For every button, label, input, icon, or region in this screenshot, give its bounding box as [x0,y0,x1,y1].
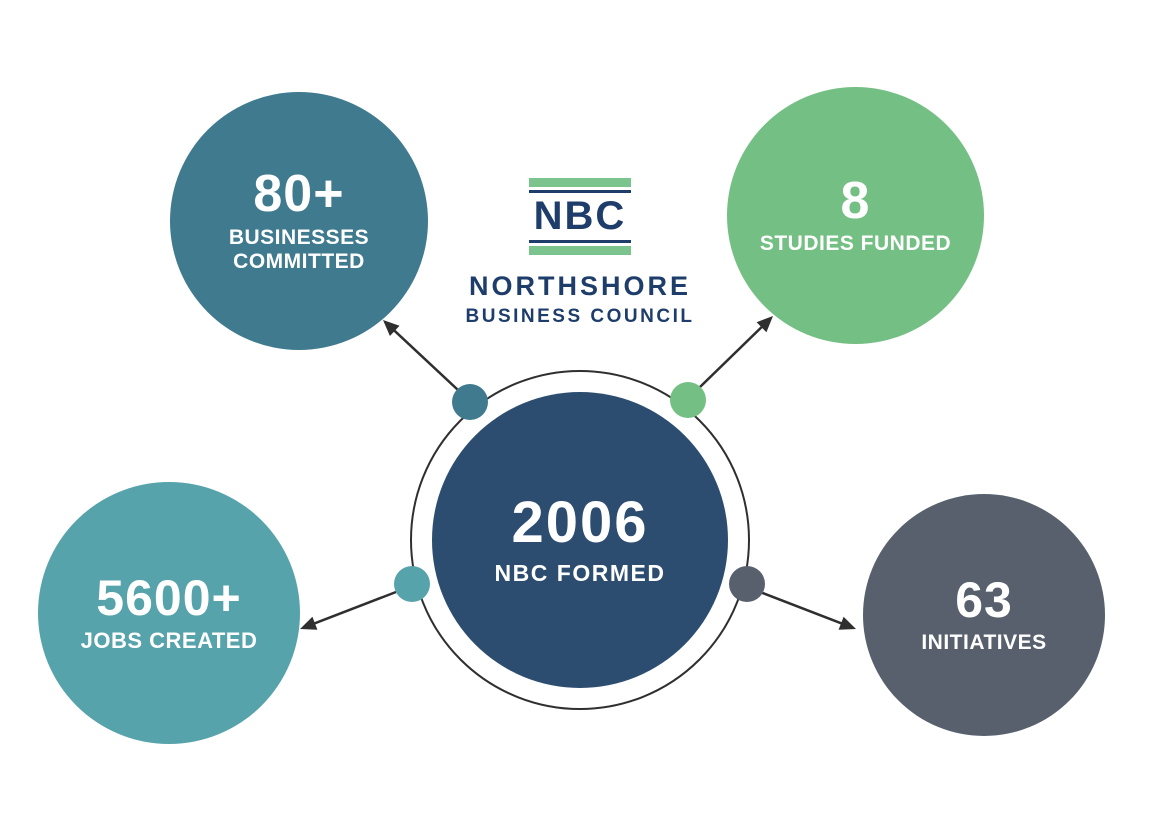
logo-navy-bar-top [529,190,631,193]
logo-org-name-line1: NORTHSHORE [468,271,691,301]
logo-green-bar-bottom [529,246,631,255]
center-node-value: 2006 [511,489,649,555]
node-businesses-label: BUSINESSES COMMITTED [228,225,370,274]
node-businesses-value: 80+ [253,164,345,223]
node-jobs-value: 5600+ [96,569,242,626]
logo-acronym: NBC [533,194,627,238]
node-initiatives-label: INITIATIVES [921,630,1047,654]
connector-dot-studies [670,382,706,418]
node-businesses-committed: 80+ BUSINESSES COMMITTED [170,92,428,350]
arrow-to-businesses [383,320,459,391]
nbc-logo-badge: NBC [529,178,631,255]
arrow-to-jobs [300,590,397,630]
connector-dot-initiatives [729,566,765,602]
logo-org-name-line2: BUSINESS COUNCIL [465,306,695,327]
center-ring [410,370,750,710]
center-node-2006: 2006 NBC FORMED [432,392,728,688]
node-jobs-created: 5600+ JOBS CREATED [38,482,300,744]
node-initiatives: 63 INITIATIVES [863,494,1105,736]
node-studies-value: 8 [840,171,871,230]
node-studies-label: STUDIES FUNDED [759,232,952,256]
logo-navy-bar-bottom [529,240,631,243]
node-studies-funded: 8 STUDIES FUNDED [727,87,984,344]
logo-green-bar-top [529,178,631,187]
nbc-logo: NBC NORTHSHORE BUSINESS COUNCIL [430,178,730,328]
arrow-to-initiatives [759,590,856,630]
connector-dot-jobs [394,566,430,602]
node-jobs-label: JOBS CREATED [80,628,258,654]
connector-dot-businesses [452,384,488,420]
center-node-label: NBC FORMED [494,559,666,586]
node-initiatives-value: 63 [955,572,1013,629]
